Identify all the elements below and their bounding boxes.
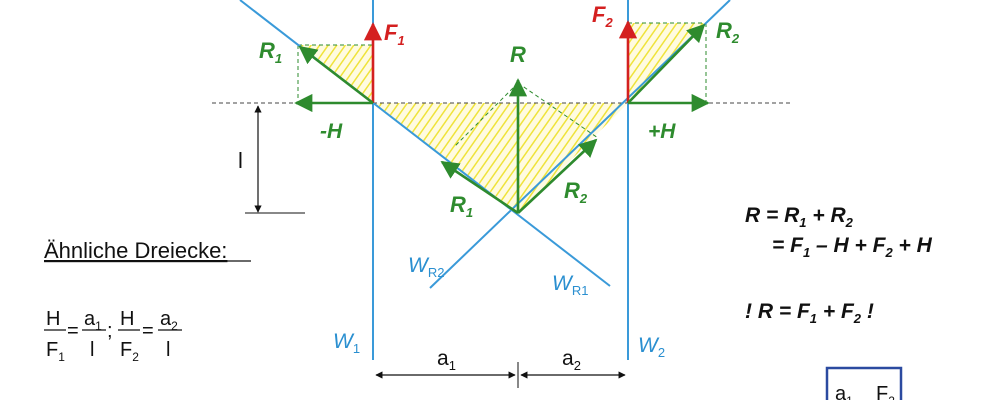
label-r1-left: R1	[259, 38, 282, 66]
svg-text:=: =	[67, 320, 79, 342]
label-minus-h: -H	[320, 120, 343, 143]
svg-text:l: l	[166, 339, 170, 361]
arrow-r1-center	[440, 160, 519, 215]
arrow-r1-left	[298, 45, 374, 105]
svg-text:a2: a2	[160, 308, 178, 333]
arrow-r2-center	[517, 138, 598, 214]
equation-3: ! R = F1 + F2 !	[745, 300, 874, 326]
svg-text:=: =	[142, 320, 154, 342]
label-w-r2: WR2	[408, 254, 444, 280]
hatch-triangle-center	[373, 103, 628, 213]
label-r1-center: R1	[450, 192, 473, 220]
label-w1: W1	[333, 330, 360, 356]
proportion-formula: H F1 = a1 l ; H F2 = a2 l	[44, 308, 182, 364]
label-a1: a1	[437, 347, 456, 373]
partial-formula-box	[825, 366, 903, 400]
svg-text:a1: a1	[84, 308, 102, 333]
heading-similar-triangles: Ähnliche Dreiecke:	[44, 238, 227, 263]
label-r2-right: R2	[716, 18, 740, 46]
label-w-r1: WR1	[552, 272, 588, 298]
force-arrows	[294, 20, 710, 215]
label-r: R	[510, 42, 526, 67]
svg-text:;: ;	[107, 320, 113, 342]
label-plus-h: +H	[648, 120, 676, 143]
arrow-r2-right	[627, 23, 706, 104]
label-r2-center: R2	[564, 178, 588, 206]
construction-lines	[297, 22, 707, 147]
svg-text:H: H	[120, 308, 134, 330]
label-f1: F1	[384, 20, 405, 48]
svg-text:l: l	[90, 339, 94, 361]
svg-text:F1: F1	[46, 339, 65, 364]
label-a2: a2	[562, 347, 581, 373]
label-f2: F2	[592, 2, 613, 30]
svg-text:H: H	[46, 308, 60, 330]
label-length-l: l	[238, 148, 243, 173]
equation-2: = F1 – H + F2 + H	[772, 234, 933, 260]
label-w2: W2	[638, 334, 665, 360]
equation-1: R = R1 + R2	[745, 204, 854, 230]
svg-text:F2: F2	[120, 339, 139, 364]
partial-box-text: a1F2	[835, 383, 895, 400]
